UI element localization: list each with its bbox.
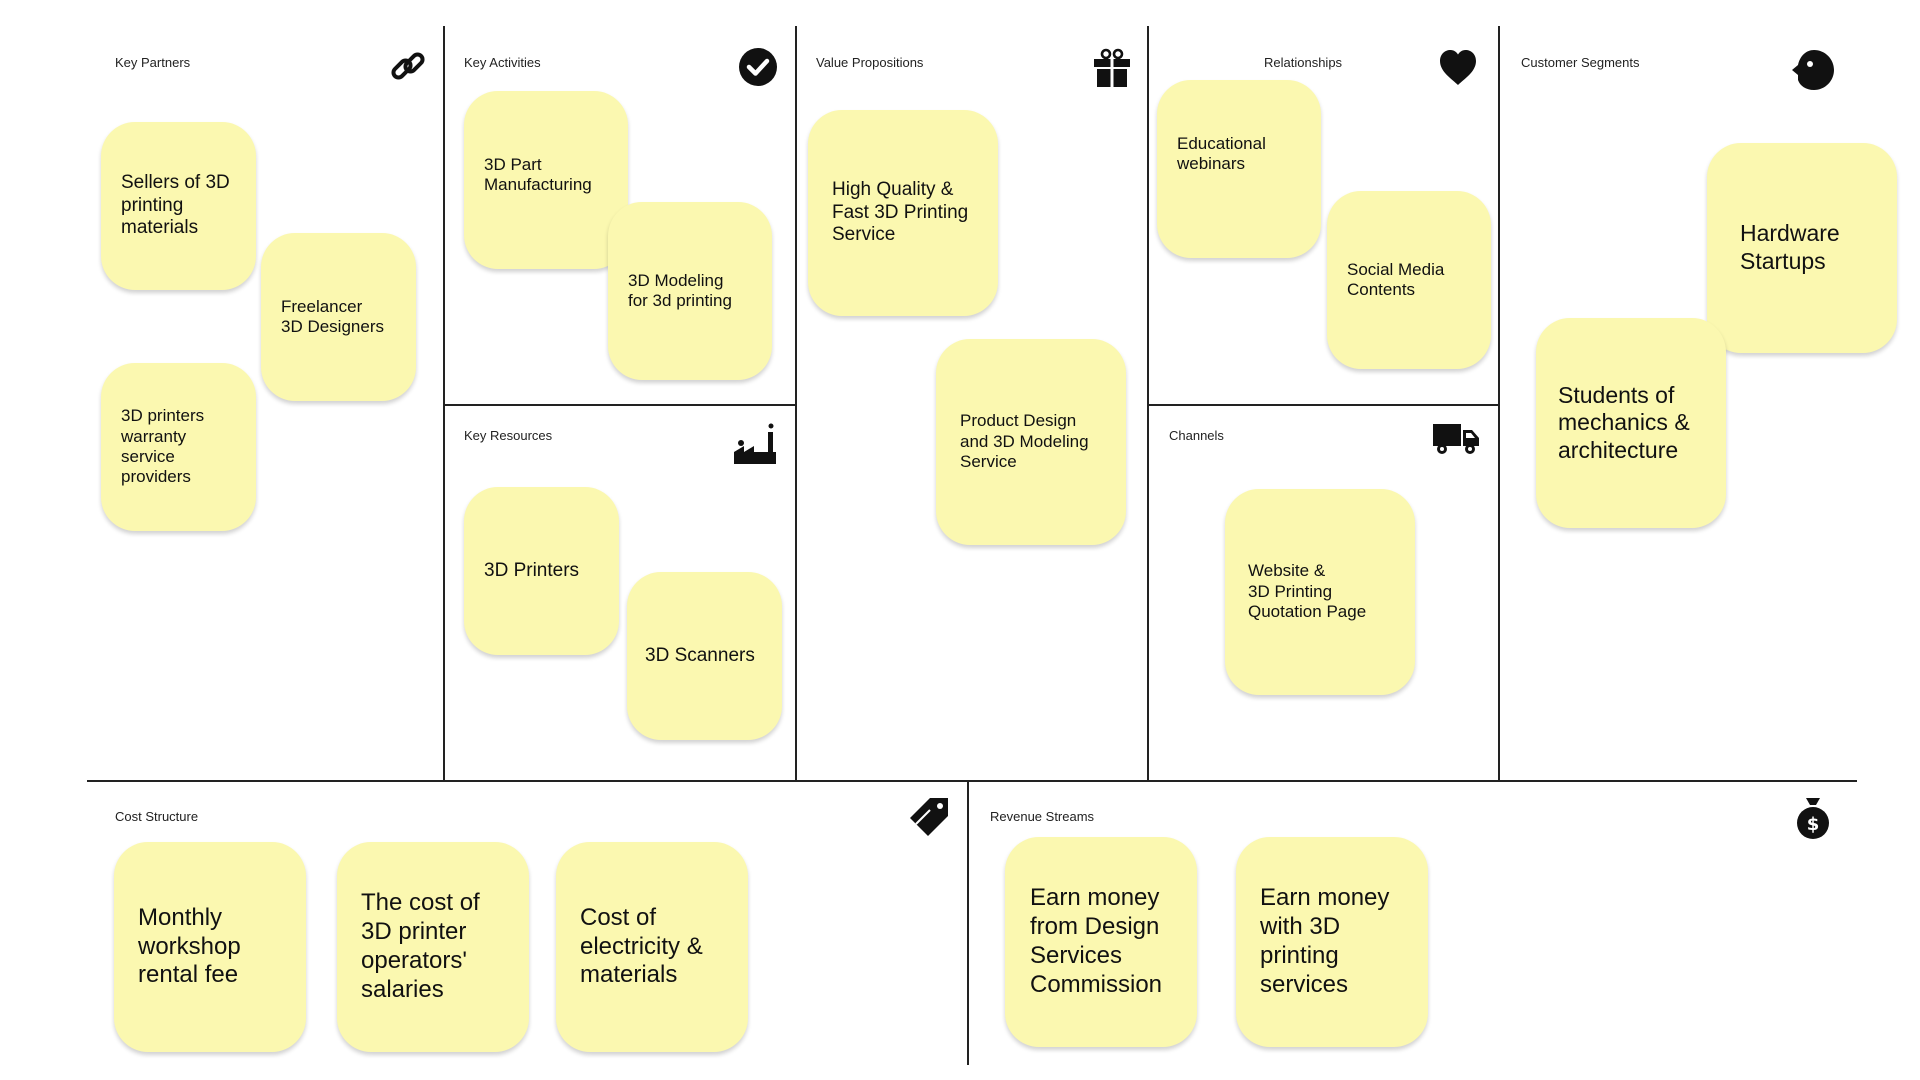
note-educational-webinars[interactable]: Educational webinars: [1157, 80, 1321, 258]
factory-icon: [732, 420, 778, 466]
section-title-value-propositions: Value Propositions: [816, 55, 924, 70]
divider-cost-revenue: [967, 780, 969, 1065]
note-operator-salaries[interactable]: The cost of 3D printer operators' salari…: [337, 842, 529, 1052]
note-3d-scanners[interactable]: 3D Scanners: [627, 572, 782, 740]
note-social-media-contents[interactable]: Social Media Contents: [1327, 191, 1491, 369]
note-website-quotation[interactable]: Website & 3D Printing Quotation Page: [1225, 489, 1415, 695]
price-tag-icon: [910, 796, 952, 838]
section-title-key-activities: Key Activities: [464, 55, 541, 70]
divider-activities-value: [795, 26, 797, 780]
money-bag-icon: $: [1794, 796, 1832, 840]
section-title-key-partners: Key Partners: [115, 55, 191, 70]
divider-relationships-channels: [1147, 404, 1498, 406]
note-3d-modeling[interactable]: 3D Modeling for 3d printing: [608, 202, 772, 380]
divider-value-relationships: [1147, 26, 1149, 780]
section-title-key-resources: Key Resources: [464, 428, 553, 443]
divider-top-bottom: [87, 780, 1857, 782]
note-design-commission[interactable]: Earn money from Design Services Commissi…: [1005, 837, 1197, 1047]
divider-relationships-segments: [1498, 26, 1500, 780]
heart-icon: [1438, 48, 1478, 88]
truck-icon: [1432, 422, 1480, 456]
checkmark-circle-icon: [738, 47, 778, 87]
note-freelancer-designers[interactable]: Freelancer 3D Designers: [261, 233, 416, 401]
link-icon: [388, 46, 428, 86]
section-title-cost-structure: Cost Structure: [115, 809, 199, 824]
svg-text:$: $: [1807, 814, 1820, 835]
note-3d-printers[interactable]: 3D Printers: [464, 487, 619, 655]
note-warranty-providers[interactable]: 3D printers warranty service providers: [101, 363, 256, 531]
note-hardware-startups[interactable]: Hardware Startups: [1707, 143, 1897, 353]
note-printing-services[interactable]: Earn money with 3D printing services: [1236, 837, 1428, 1047]
divider-activities-resources: [443, 404, 795, 406]
note-high-quality-printing[interactable]: High Quality & Fast 3D Printing Service: [808, 110, 998, 316]
section-title-customer-segments: Customer Segments: [1521, 55, 1640, 70]
section-title-relationships: Relationships: [1264, 55, 1343, 70]
note-electricity-materials[interactable]: Cost of electricity & materials: [556, 842, 748, 1052]
face-icon: [1790, 48, 1836, 92]
note-sellers-3d-materials[interactable]: Sellers of 3D printing materials: [101, 122, 256, 290]
gift-icon: [1092, 48, 1132, 88]
note-3d-part-manufacturing[interactable]: 3D Part Manufacturing: [464, 91, 628, 269]
note-product-design-service[interactable]: Product Design and 3D Modeling Service: [936, 339, 1126, 545]
section-title-channels: Channels: [1169, 428, 1224, 443]
divider-partners-activities: [443, 26, 445, 780]
note-students-mechanics[interactable]: Students of mechanics & architecture: [1536, 318, 1726, 528]
note-workshop-rental[interactable]: Monthly workshop rental fee: [114, 842, 306, 1052]
section-title-revenue-streams: Revenue Streams: [990, 809, 1095, 824]
